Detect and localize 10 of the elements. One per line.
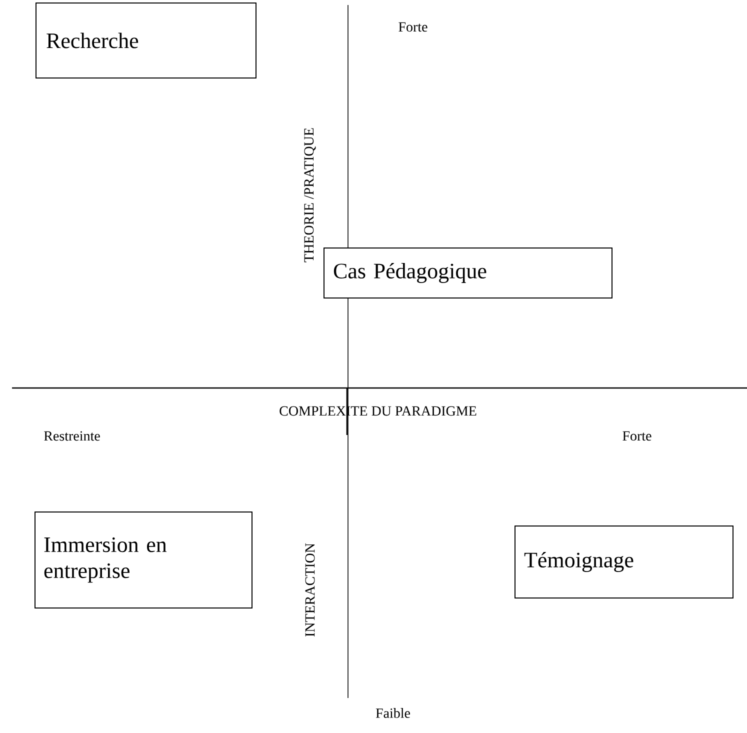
axis-end-label: Restreinte (44, 431, 100, 441)
quadrant-box: Cas Pédagogique (324, 248, 612, 298)
quadrant-box: Recherche (36, 2, 256, 78)
axis-end-label: Forte (622, 431, 652, 441)
axis-title: THEORIE /PRATIQUE (304, 128, 316, 262)
quadrant-box: Immersion en entreprise (34, 511, 252, 608)
axis-end-label: Faible (376, 708, 410, 718)
axis-end-label: Forte (398, 22, 428, 32)
quadrant-box: Témoignage (514, 525, 734, 598)
axis-title: INTERACTION (305, 543, 315, 637)
